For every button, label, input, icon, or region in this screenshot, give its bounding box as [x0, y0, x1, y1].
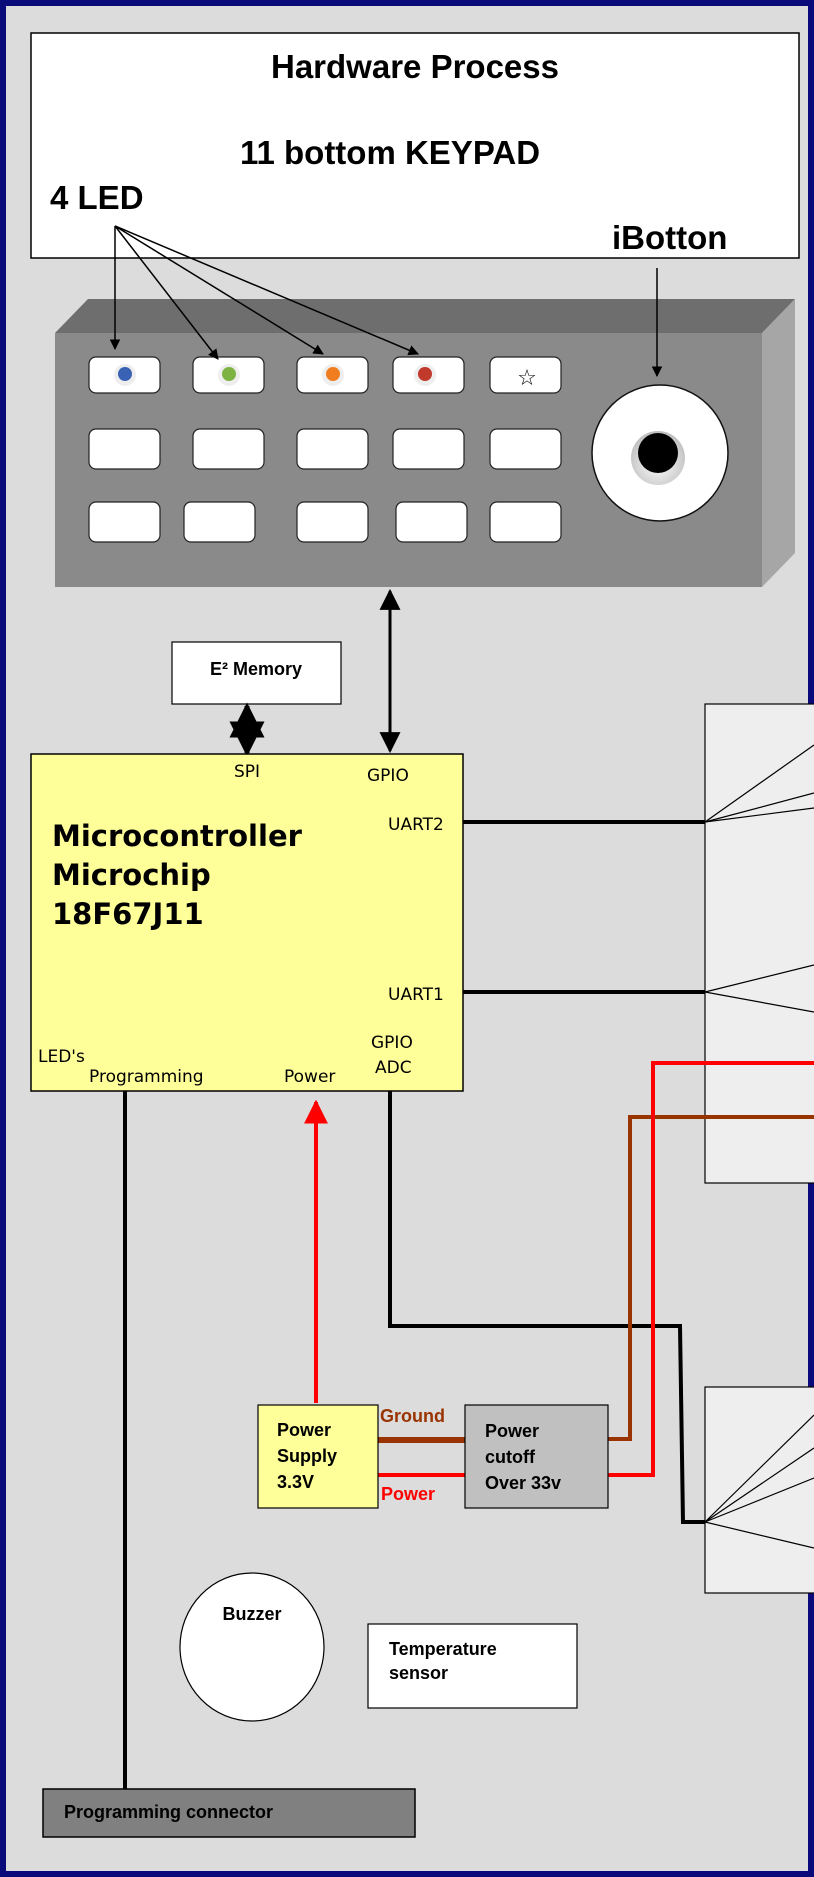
power-cutoff-line-2: cutoff: [485, 1447, 536, 1467]
arrow-led-4: [114, 225, 419, 356]
power-cutoff-line-3: Over 33v: [485, 1473, 561, 1493]
mcu-name-line-3: 18F67J11: [52, 897, 204, 931]
temperature-line-2: sensor: [389, 1663, 448, 1683]
power-supply-line-2: Supply: [277, 1446, 337, 1466]
ibutton-contact-icon: [638, 433, 678, 473]
fanout-line: [704, 1521, 814, 1549]
led-arrows: [109, 225, 663, 378]
keypad-key[interactable]: [489, 501, 562, 543]
arrow-led-2: [114, 225, 219, 360]
microcontroller-box: [30, 753, 464, 1092]
pin-gpio-bottom: GPIO: [371, 1033, 413, 1053]
keypad-key[interactable]: [88, 428, 161, 470]
power-cutoff-box: [464, 1404, 609, 1509]
led-blue-icon: [118, 367, 132, 381]
fanout-line: [704, 964, 814, 993]
temperature-line-1: Temperature: [389, 1639, 497, 1659]
ibutton-label: iBotton: [612, 219, 727, 256]
key-star[interactable]: [489, 356, 562, 394]
power-supply-line-3: 3.3V: [277, 1472, 314, 1492]
external-connector-lower: [704, 1386, 814, 1594]
pin-spi: SPI: [234, 762, 260, 782]
buzzer: [179, 1572, 325, 1722]
arrow-led-3: [114, 225, 324, 355]
keypad-keys: [88, 356, 562, 543]
keypad-key[interactable]: [395, 501, 468, 543]
mcu-name-line-1: Microcontroller: [52, 819, 303, 853]
keypad-key[interactable]: [296, 428, 369, 470]
fanout-line: [704, 1414, 814, 1523]
buzzer-label: Buzzer: [222, 1604, 281, 1624]
ground-label: Ground: [380, 1406, 445, 1426]
led-indicators: [114, 364, 436, 386]
power-label: Power: [381, 1484, 435, 1504]
fanout-line: [704, 744, 814, 823]
pin-adc: ADC: [375, 1058, 412, 1078]
fanout-line: [704, 1447, 814, 1523]
pin-power: Power: [284, 1067, 335, 1087]
pin-uart1: UART1: [388, 985, 444, 1005]
fanout-line: [704, 1477, 814, 1523]
keypad-key[interactable]: [183, 501, 256, 543]
fanout-line: [704, 792, 814, 823]
keypad-key[interactable]: [192, 428, 265, 470]
keypad-key[interactable]: [489, 428, 562, 470]
led-orange-icon: [326, 367, 340, 381]
keypad-label: 11 bottom KEYPAD: [240, 134, 540, 171]
temperature-sensor-box: [367, 1623, 578, 1709]
mcu-name-line-2: Microchip: [52, 858, 211, 892]
pin-gpio-top: GPIO: [367, 766, 409, 786]
led-label: 4 LED: [50, 179, 144, 216]
pin-programming: Programming: [89, 1067, 204, 1087]
fanout-line: [704, 807, 814, 823]
led-green-icon: [222, 367, 236, 381]
keypad-side-face: [762, 299, 795, 587]
keypad-key[interactable]: [88, 501, 161, 543]
power-supply-line-1: Power: [277, 1420, 331, 1440]
fanout-lines: [704, 744, 814, 1549]
gpio-adc-wire: [388, 1091, 705, 1524]
diagram-title: Hardware Process: [271, 48, 559, 85]
led-red-icon: [418, 367, 432, 381]
keypad-key[interactable]: [392, 428, 465, 470]
power-supply-box: [257, 1404, 379, 1509]
pin-uart2: UART2: [388, 815, 444, 835]
programming-connector: [42, 1788, 416, 1838]
external-connector-upper: [704, 703, 814, 1184]
keypad-key[interactable]: [296, 501, 369, 543]
header-box: [30, 32, 800, 259]
keypad-top-face: [55, 299, 795, 333]
power-cutoff-line-1: Power: [485, 1421, 539, 1441]
programming-connector-label: Programming connector: [64, 1802, 273, 1822]
star-icon: ☆: [517, 366, 537, 391]
e2-memory-box: [171, 641, 342, 705]
fanout-line: [704, 991, 814, 1013]
pin-leds: LED's: [38, 1047, 85, 1067]
e2-memory-label: E² Memory: [210, 659, 302, 679]
